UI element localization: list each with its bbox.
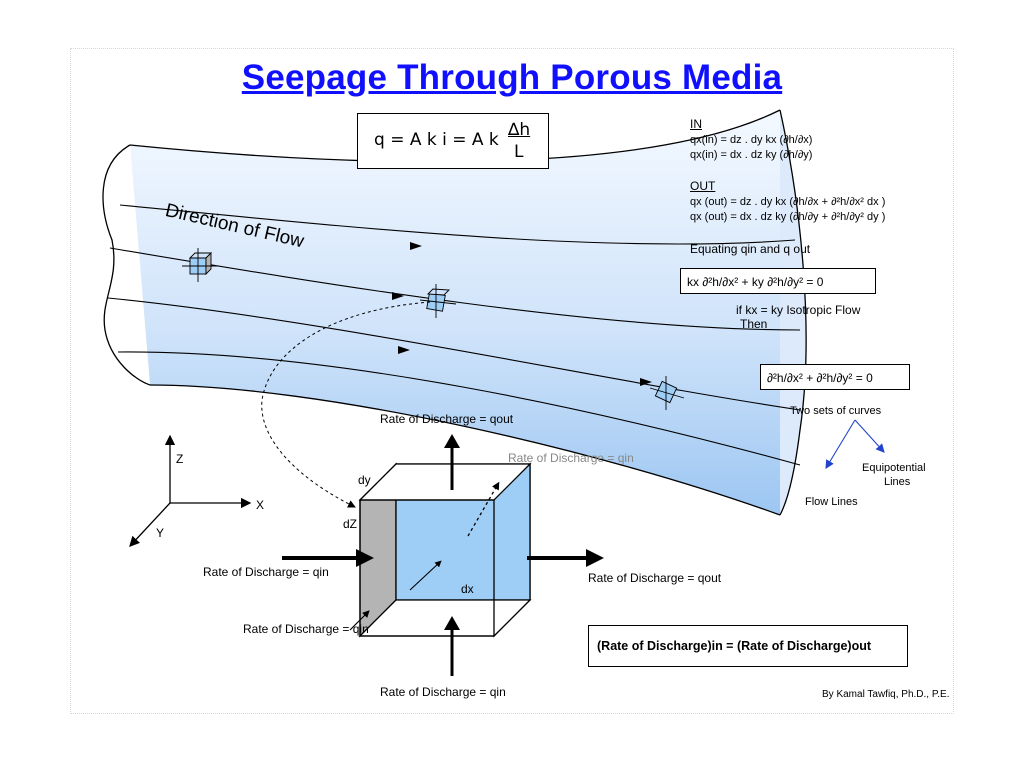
- in-equation-1: qx(in) = dz . dy kx (∂h/∂x): [690, 134, 813, 146]
- slide-frame: [70, 48, 954, 714]
- element-cube-small-2: [419, 284, 457, 318]
- flow-arrowhead: [398, 346, 410, 354]
- darcy-equation: q = A k i = A k: [374, 130, 499, 150]
- flow-arrowhead: [640, 378, 652, 386]
- flow-arrowhead: [392, 292, 404, 300]
- darcy-denominator: L: [514, 142, 524, 162]
- balance-equation-box: (Rate of Discharge)in = (Rate of Dischar…: [588, 625, 908, 667]
- discharge-top-label: Rate of Discharge = qout: [380, 412, 514, 426]
- flow-tube: [102, 109, 807, 516]
- equipotential-label: Equipotential: [862, 462, 926, 474]
- laplace-anisotropic: kx ∂²h/∂x² + ky ∂²h/∂y² = 0: [687, 275, 824, 289]
- out-equation-1: qx (out) = dz . dy kx (∂h/∂x + ∂²h/∂x² d…: [690, 196, 886, 208]
- flow-line: [117, 351, 801, 466]
- then-text: Then: [740, 317, 768, 331]
- flow-line: [119, 204, 796, 245]
- flow-arrowhead: [410, 242, 422, 250]
- axis-y-label: Y: [156, 526, 165, 540]
- in-equation-2: qx(in) = dx . dz ky (∂h/∂y): [690, 149, 813, 161]
- axis-z-label: Z: [176, 452, 184, 466]
- cube-dx-label: dx: [461, 582, 474, 596]
- cube-dy-label: dy: [358, 473, 371, 487]
- author-credit: By Kamal Tawfiq, Ph.D., P.E.: [822, 689, 950, 700]
- discharge-bottom-label: Rate of Discharge = qin: [380, 685, 506, 699]
- two-sets-label: Two sets of curves: [790, 405, 882, 417]
- discharge-left-label: Rate of Discharge = qin: [203, 565, 329, 579]
- element-cube: [358, 462, 532, 638]
- element-cube-small-3: [649, 376, 685, 410]
- flow-lines-label: Flow Lines: [805, 496, 858, 508]
- in-heading: IN: [690, 117, 702, 131]
- laplace-anisotropic-box: kx ∂²h/∂x² + ky ∂²h/∂y² = 0: [680, 268, 876, 294]
- out-heading: OUT: [690, 179, 716, 193]
- flow-line: [107, 297, 801, 411]
- balance-equation: (Rate of Discharge)in = (Rate of Dischar…: [597, 639, 871, 653]
- curve-set-arrows: [825, 419, 885, 469]
- isotropic-condition: if kx = ky Isotropic Flow: [736, 303, 861, 317]
- laplace-isotropic: ∂²h/∂x² + ∂²h/∂y² = 0: [767, 371, 873, 385]
- page-title: Seepage Through Porous Media: [241, 58, 783, 97]
- cube-dz-label: dZ: [343, 517, 358, 531]
- laplace-isotropic-box: ∂²h/∂x² + ∂²h/∂y² = 0: [760, 364, 910, 390]
- discharge-back-label: Rate of Discharge = qin: [508, 451, 634, 465]
- discharge-front-label: Rate of Discharge = qin: [243, 622, 369, 636]
- axis-x-label: X: [256, 498, 265, 512]
- darcy-numerator: ∆h: [508, 120, 531, 140]
- axes: [129, 434, 252, 547]
- equipotential-label-2: Lines: [884, 476, 911, 488]
- discharge-right-label: Rate of Discharge = qout: [588, 571, 722, 585]
- flux-arrows: [282, 434, 604, 676]
- element-cube-small-1: [182, 248, 218, 282]
- equating-text: Equating qin and q out: [690, 242, 811, 256]
- darcy-equation-box: q = A k i = A k ∆h L: [357, 113, 549, 169]
- out-equation-2: qx (out) = dx . dz ky (∂h/∂y + ∂²h/∂y² d…: [690, 211, 886, 223]
